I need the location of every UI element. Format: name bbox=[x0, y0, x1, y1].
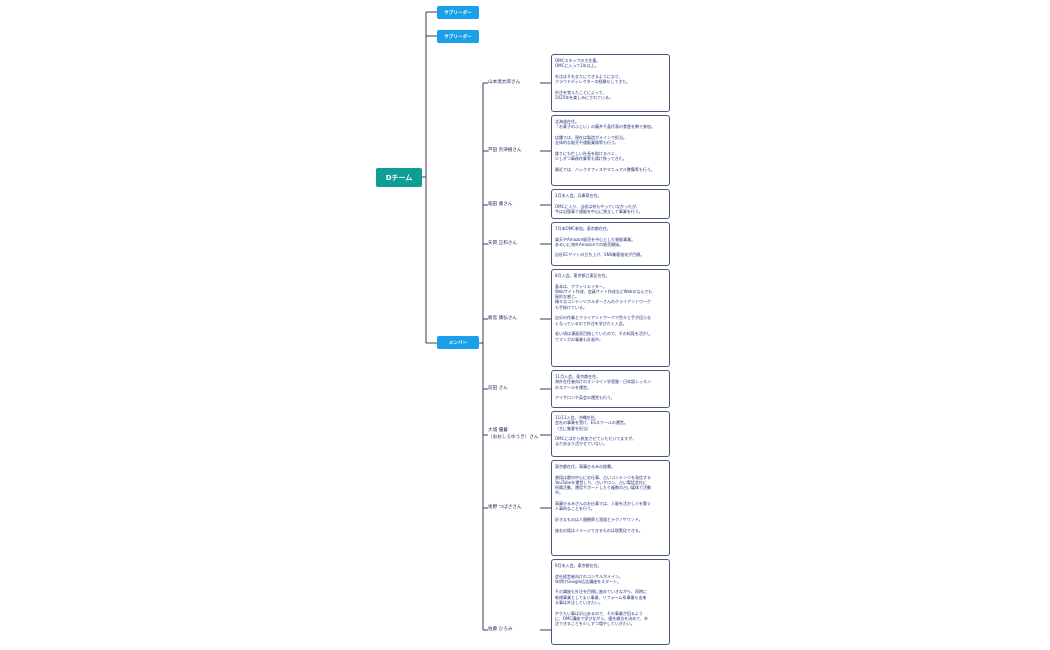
member-label[interactable]: 矢岡 正和さん bbox=[488, 241, 518, 246]
member-note[interactable]: 東京都在住。高藤ひるみの秘書。 普段は都内中心にお仕事、占いコンテンツを発信する… bbox=[551, 460, 670, 556]
member-note[interactable]: 8月入会。東京都江東区在住。 基本は、アフィリエイター。 Webサイト作成、会員… bbox=[551, 269, 670, 367]
root-node[interactable]: Dチーム bbox=[376, 168, 422, 187]
member-label[interactable]: 山本達太郎さん bbox=[488, 80, 521, 85]
sub-leader-node-2[interactable]: サブリーダー bbox=[437, 30, 479, 43]
member-note[interactable]: 11/11入会。沖縄在住。 会社の事業を受け、ESスクールの運営。 （主に集客を… bbox=[551, 411, 670, 457]
sub-leader-node-1[interactable]: サブリーダー bbox=[437, 6, 479, 19]
member-label[interactable]: 佐藤 ひろみ bbox=[488, 627, 513, 632]
members-node[interactable]: メンバー bbox=[437, 336, 479, 349]
member-label[interactable]: 飯島 康弘さん bbox=[488, 316, 518, 321]
member-label[interactable]: 前田 さん bbox=[488, 386, 508, 391]
member-label[interactable]: 大城 優暮 （おおしろゆうき）さん bbox=[488, 428, 539, 440]
member-note[interactable]: 7月末OMC参加。東京都在住。 楽天やAmazon販売を中心とした物販事業。 あ… bbox=[551, 222, 670, 266]
member-note[interactable]: 9月末入会。東京都在住。 会社経営者向けのコンサルがメイン。 年明けGoogle… bbox=[551, 559, 670, 645]
member-label[interactable]: 後野 つばささん bbox=[488, 505, 522, 510]
member-note[interactable]: 2月末入会。兵庫県在住。 OMCに入り、当初は何もやっていなかったが、 今は出版… bbox=[551, 189, 670, 219]
member-note[interactable]: OMCスタッフの大先輩。 OMCに入って1年以上。 外注はそれなりにできるように… bbox=[551, 54, 670, 112]
member-label[interactable]: 稲田 康さん bbox=[488, 202, 513, 207]
member-note[interactable]: 北海道在住。 「お菓子のふじい」の藤井千晶代表の食歴を勢で参加。 店舗では、現在… bbox=[551, 115, 670, 186]
member-label[interactable]: 芦田 奈津樹さん bbox=[488, 148, 522, 153]
member-note[interactable]: 11月入会。東京都在住。 海外在住者向けのオンライン学習塾・日本語レッスン のス… bbox=[551, 370, 670, 408]
